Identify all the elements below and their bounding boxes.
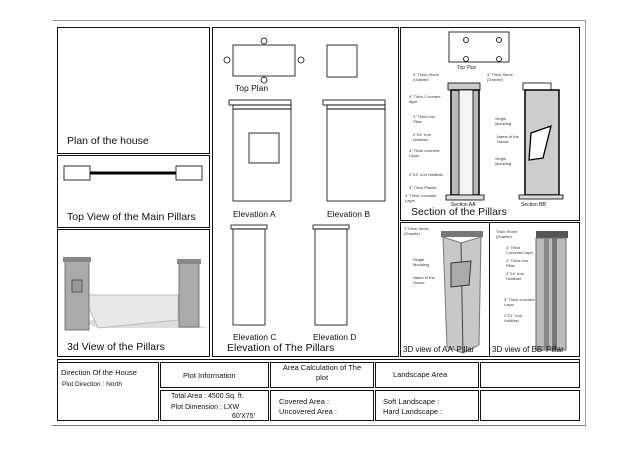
annotation: 2"Thick Stone (Granite)	[404, 226, 429, 236]
elevation-a-label: Elevation A	[233, 209, 276, 219]
plot-dimension: Plot Dimension : LXW	[171, 404, 240, 411]
elevation-b-label: Elevation B	[327, 209, 370, 219]
uncovered-area: Uncovered Area :	[279, 407, 337, 416]
view-bb-title: 3D view of BB' Pillar	[492, 345, 564, 354]
soft-landscape: Soft Landscape :	[383, 397, 440, 406]
elevation-d-label: Elevation D	[313, 332, 357, 342]
annotation: 4" Thick Stone (Granite)	[413, 72, 439, 82]
annotation: 4" Thick Iron Pillar	[506, 258, 529, 268]
total-area: Total Area : 4500 Sq. ft.	[171, 393, 244, 400]
plan-title: Plan of the house	[67, 135, 149, 147]
plot-info-title: Plot Information	[183, 371, 236, 380]
landscape-cell: Soft Landscape : Hard Landscape :	[375, 390, 479, 421]
sheet-bottom-edge	[52, 425, 586, 426]
top-view-title: Top View of the Main Pillars	[67, 211, 196, 223]
landscape-header: Landscape Area	[375, 362, 479, 388]
top-plan-label: Top Plan	[235, 83, 269, 93]
area-calc-title: Area Calculation of The plot	[282, 363, 362, 382]
empty-header-cell	[480, 362, 580, 388]
plot-info-cell: Total Area : 4500 Sq. ft. Plot Dimension…	[160, 390, 269, 421]
view-bb-panel: Thick Stone (Granite) 4" Thick Concrete …	[489, 222, 580, 357]
section-drawings	[445, 31, 564, 201]
annotation: 4" Thick concrete Layer	[409, 148, 440, 158]
annotation: 4" Thick Stone (Granite)	[487, 72, 513, 82]
annotation: 2"X4" Iron Holdfast	[506, 271, 524, 281]
pillar-bb-render	[535, 231, 568, 351]
annotation: 2"X1" Iron Holdfast	[504, 313, 522, 323]
pillar-aa-render	[441, 231, 483, 354]
plot-direction: Plot Direction : North	[62, 381, 122, 388]
annotation: Name of the House	[497, 134, 519, 144]
view-aa-panel: 2"Thick Stone (Granite) Single Moulding …	[400, 222, 490, 357]
direction-title: Direction Of the House	[61, 368, 137, 377]
empty-cell	[480, 390, 580, 421]
top-view-drawing	[63, 165, 203, 181]
plot-info-header: Plot Information	[160, 362, 269, 388]
elevation-title: Elevation of The Pillars	[227, 342, 335, 354]
section-title: Section of the Pillars	[411, 206, 507, 218]
elevation-c-label: Elevation C	[233, 332, 277, 342]
sheet-top-edge	[52, 20, 586, 21]
sheet-right-edge	[585, 20, 586, 426]
pillars-3d-render	[63, 257, 208, 331]
annotation: 4" Thick Iron Pillar	[413, 114, 436, 124]
annotation: 2"X4" Iron Holdfast	[409, 172, 443, 177]
table-divider	[57, 359, 580, 362]
plot-dimension-value: 60'X75'	[232, 413, 255, 420]
annotation: Single Moulding	[413, 257, 430, 267]
annotation: 4" Thick Concrete Layer	[405, 193, 437, 203]
area-calc-header: Area Calculation of The plot	[270, 362, 374, 388]
top-view-panel: Top View of the Main Pillars	[57, 155, 210, 228]
section-top-plan-label: Top Plan	[457, 65, 477, 71]
plan-panel: Plan of the house	[57, 27, 210, 154]
hard-landscape: Hard Landscape :	[383, 407, 443, 416]
annotation: 4" Thick concrete Layer	[504, 297, 535, 307]
direction-cell: Direction Of the House Plot Direction : …	[57, 362, 159, 421]
landscape-title: Landscape Area	[393, 370, 448, 379]
annotation: 4" Thick Concrete Layer	[506, 245, 534, 255]
elevation-drawings	[223, 37, 386, 326]
annotation: 2"X4" Iron Holdfast	[413, 132, 431, 142]
section-aa-label: Section AA'	[451, 202, 477, 208]
annotation: Single Moulding	[495, 156, 512, 166]
view-3d-panel: 3d View of the Pillars	[57, 229, 210, 357]
covered-area: Covered Area :	[279, 397, 330, 406]
section-bb-label: Section BB'	[521, 202, 547, 208]
annotation: Thick Stone (Granite)	[496, 229, 518, 239]
annotation: 4" Thick Concrete layer	[409, 94, 441, 104]
view-aa-title: 3D view of AA' Pillar	[403, 345, 475, 354]
area-calc-cell: Covered Area : Uncovered Area :	[270, 390, 374, 421]
annotation: 4" Thick Plaster	[409, 185, 437, 190]
annotation: Name of the House	[413, 275, 435, 285]
annotation: Single Moulding	[495, 116, 512, 126]
section-panel: Top Plan 4" Thick Stone (Granite) 4" Thi…	[400, 27, 580, 221]
view-3d-title: 3d View of the Pillars	[67, 341, 165, 353]
elevation-panel: Top Plan Elevation A Elevation B Elevati…	[212, 27, 399, 357]
